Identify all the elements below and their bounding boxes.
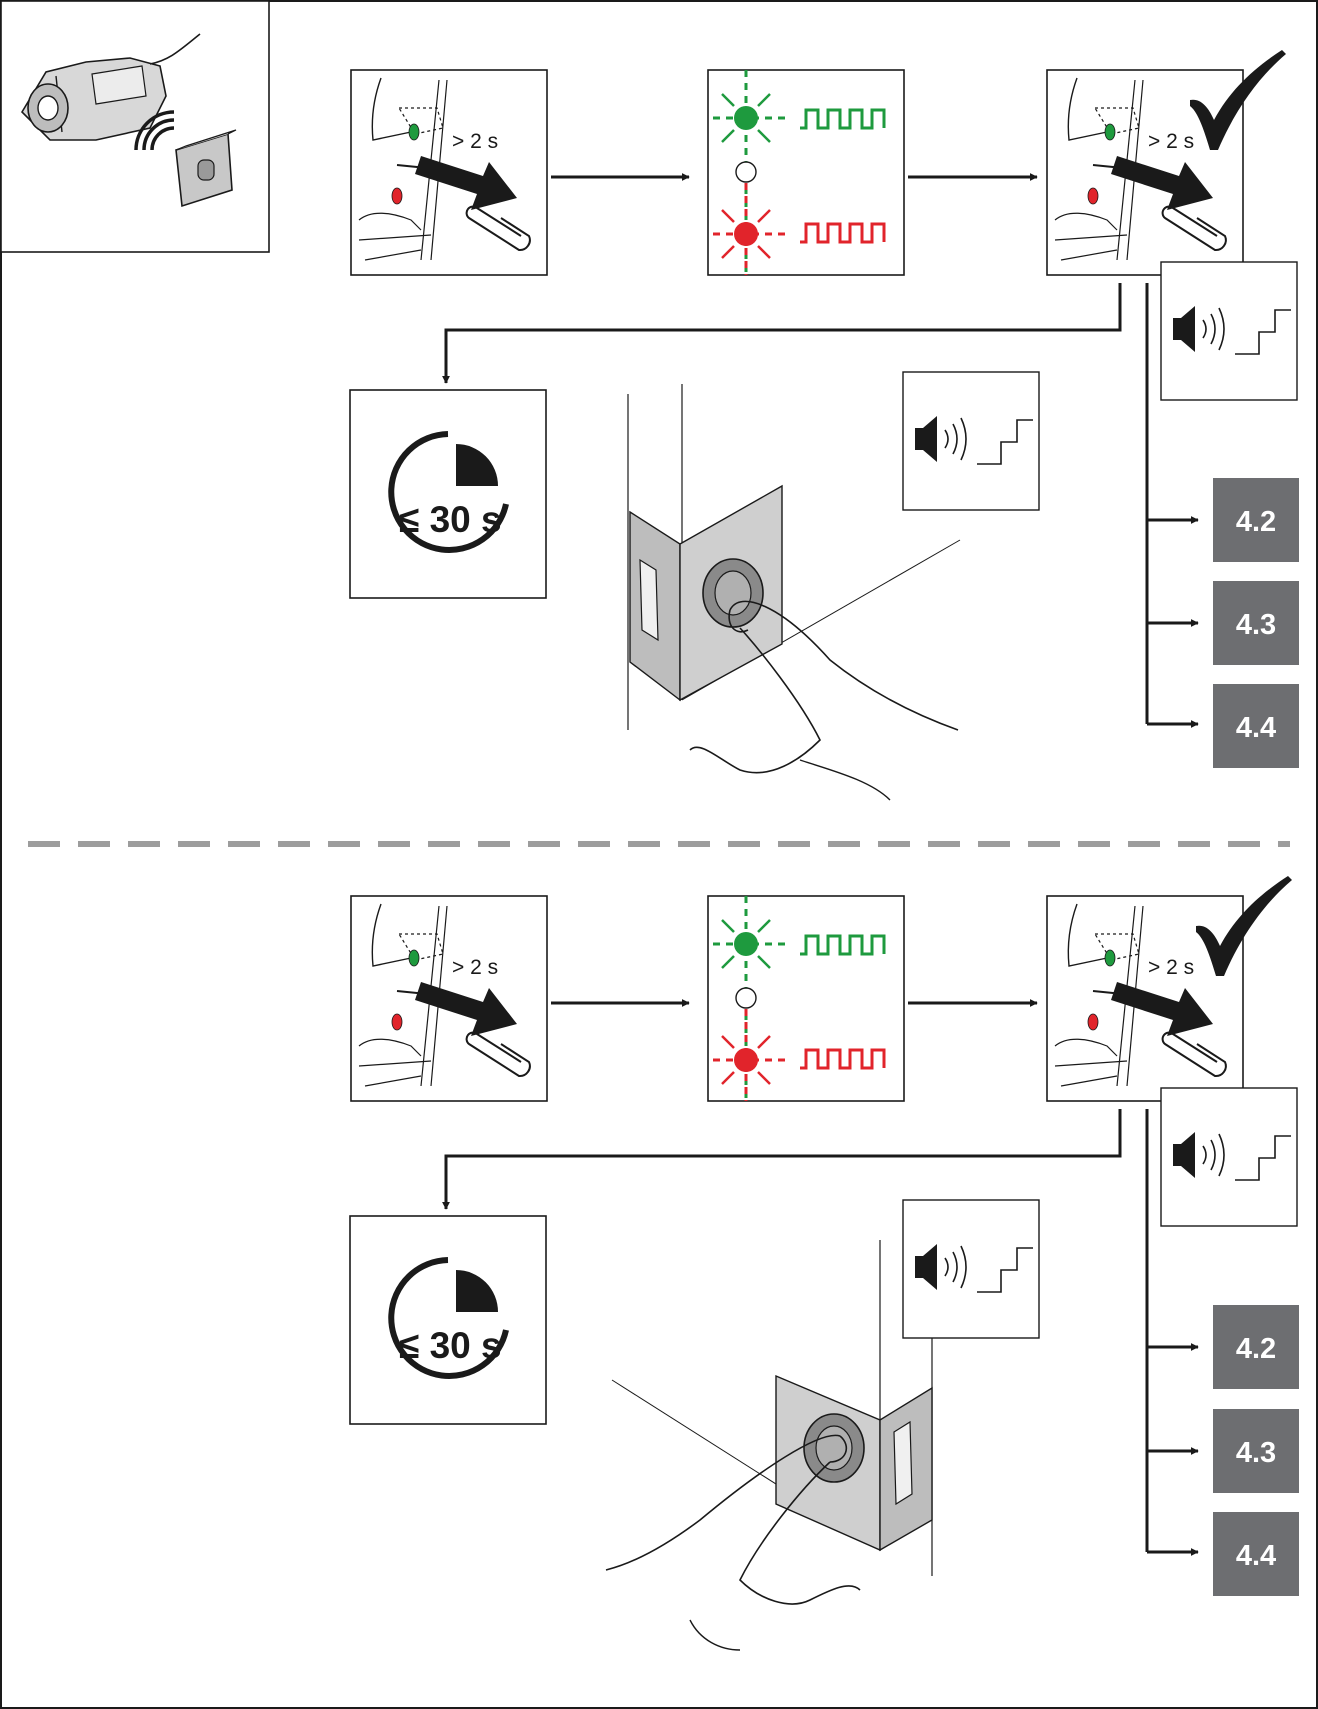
reference-label-4-3: 4.3 xyxy=(1236,609,1276,641)
hold-duration-caption-bottom: > 2 s xyxy=(452,956,498,979)
device-overview-panel xyxy=(0,0,270,253)
led-blink-panel xyxy=(706,68,906,277)
reference-label-4-3-bottom: 4.3 xyxy=(1236,1437,1276,1469)
ascending-tone-indicator-bottom xyxy=(1160,1087,1298,1227)
reference-label-4-4-bottom: 4.4 xyxy=(1236,1540,1276,1572)
reference-label-4-2: 4.2 xyxy=(1236,506,1276,538)
top-sequence: > 2 s > 2 s ≤ 30 s xyxy=(350,50,1299,801)
button-press-illustration-bottom xyxy=(605,1236,933,1651)
timer-label-bottom: ≤ 30 s xyxy=(399,1325,502,1366)
press-reset-panel xyxy=(350,69,548,276)
led-blink-panel-bottom xyxy=(706,894,906,1103)
hold-duration-caption: > 2 s xyxy=(452,130,498,153)
reference-label-4-2-bottom: 4.2 xyxy=(1236,1333,1276,1365)
press-reset-panel-bottom xyxy=(350,895,548,1102)
ascending-tone-indicator-press xyxy=(902,371,1040,511)
press-reset-confirm-panel xyxy=(1046,69,1244,276)
wireless-signal-icon xyxy=(134,110,175,151)
press-reset-confirm-panel-bottom xyxy=(1046,895,1244,1102)
button-press-illustration xyxy=(627,384,961,801)
ascending-tone-indicator-press-bottom xyxy=(902,1199,1040,1339)
bottom-sequence: > 2 s > 2 s ≤ 30 s xyxy=(350,876,1299,1651)
timer-panel xyxy=(350,390,546,598)
timer-panel-bottom xyxy=(350,1216,546,1424)
timer-label: ≤ 30 s xyxy=(399,499,502,540)
reference-label-4-4: 4.4 xyxy=(1236,712,1276,744)
ascending-tone-indicator xyxy=(1160,261,1298,401)
hold-duration-caption-confirm: > 2 s xyxy=(1148,130,1194,153)
hold-duration-caption-confirm-bottom: > 2 s xyxy=(1148,956,1194,979)
